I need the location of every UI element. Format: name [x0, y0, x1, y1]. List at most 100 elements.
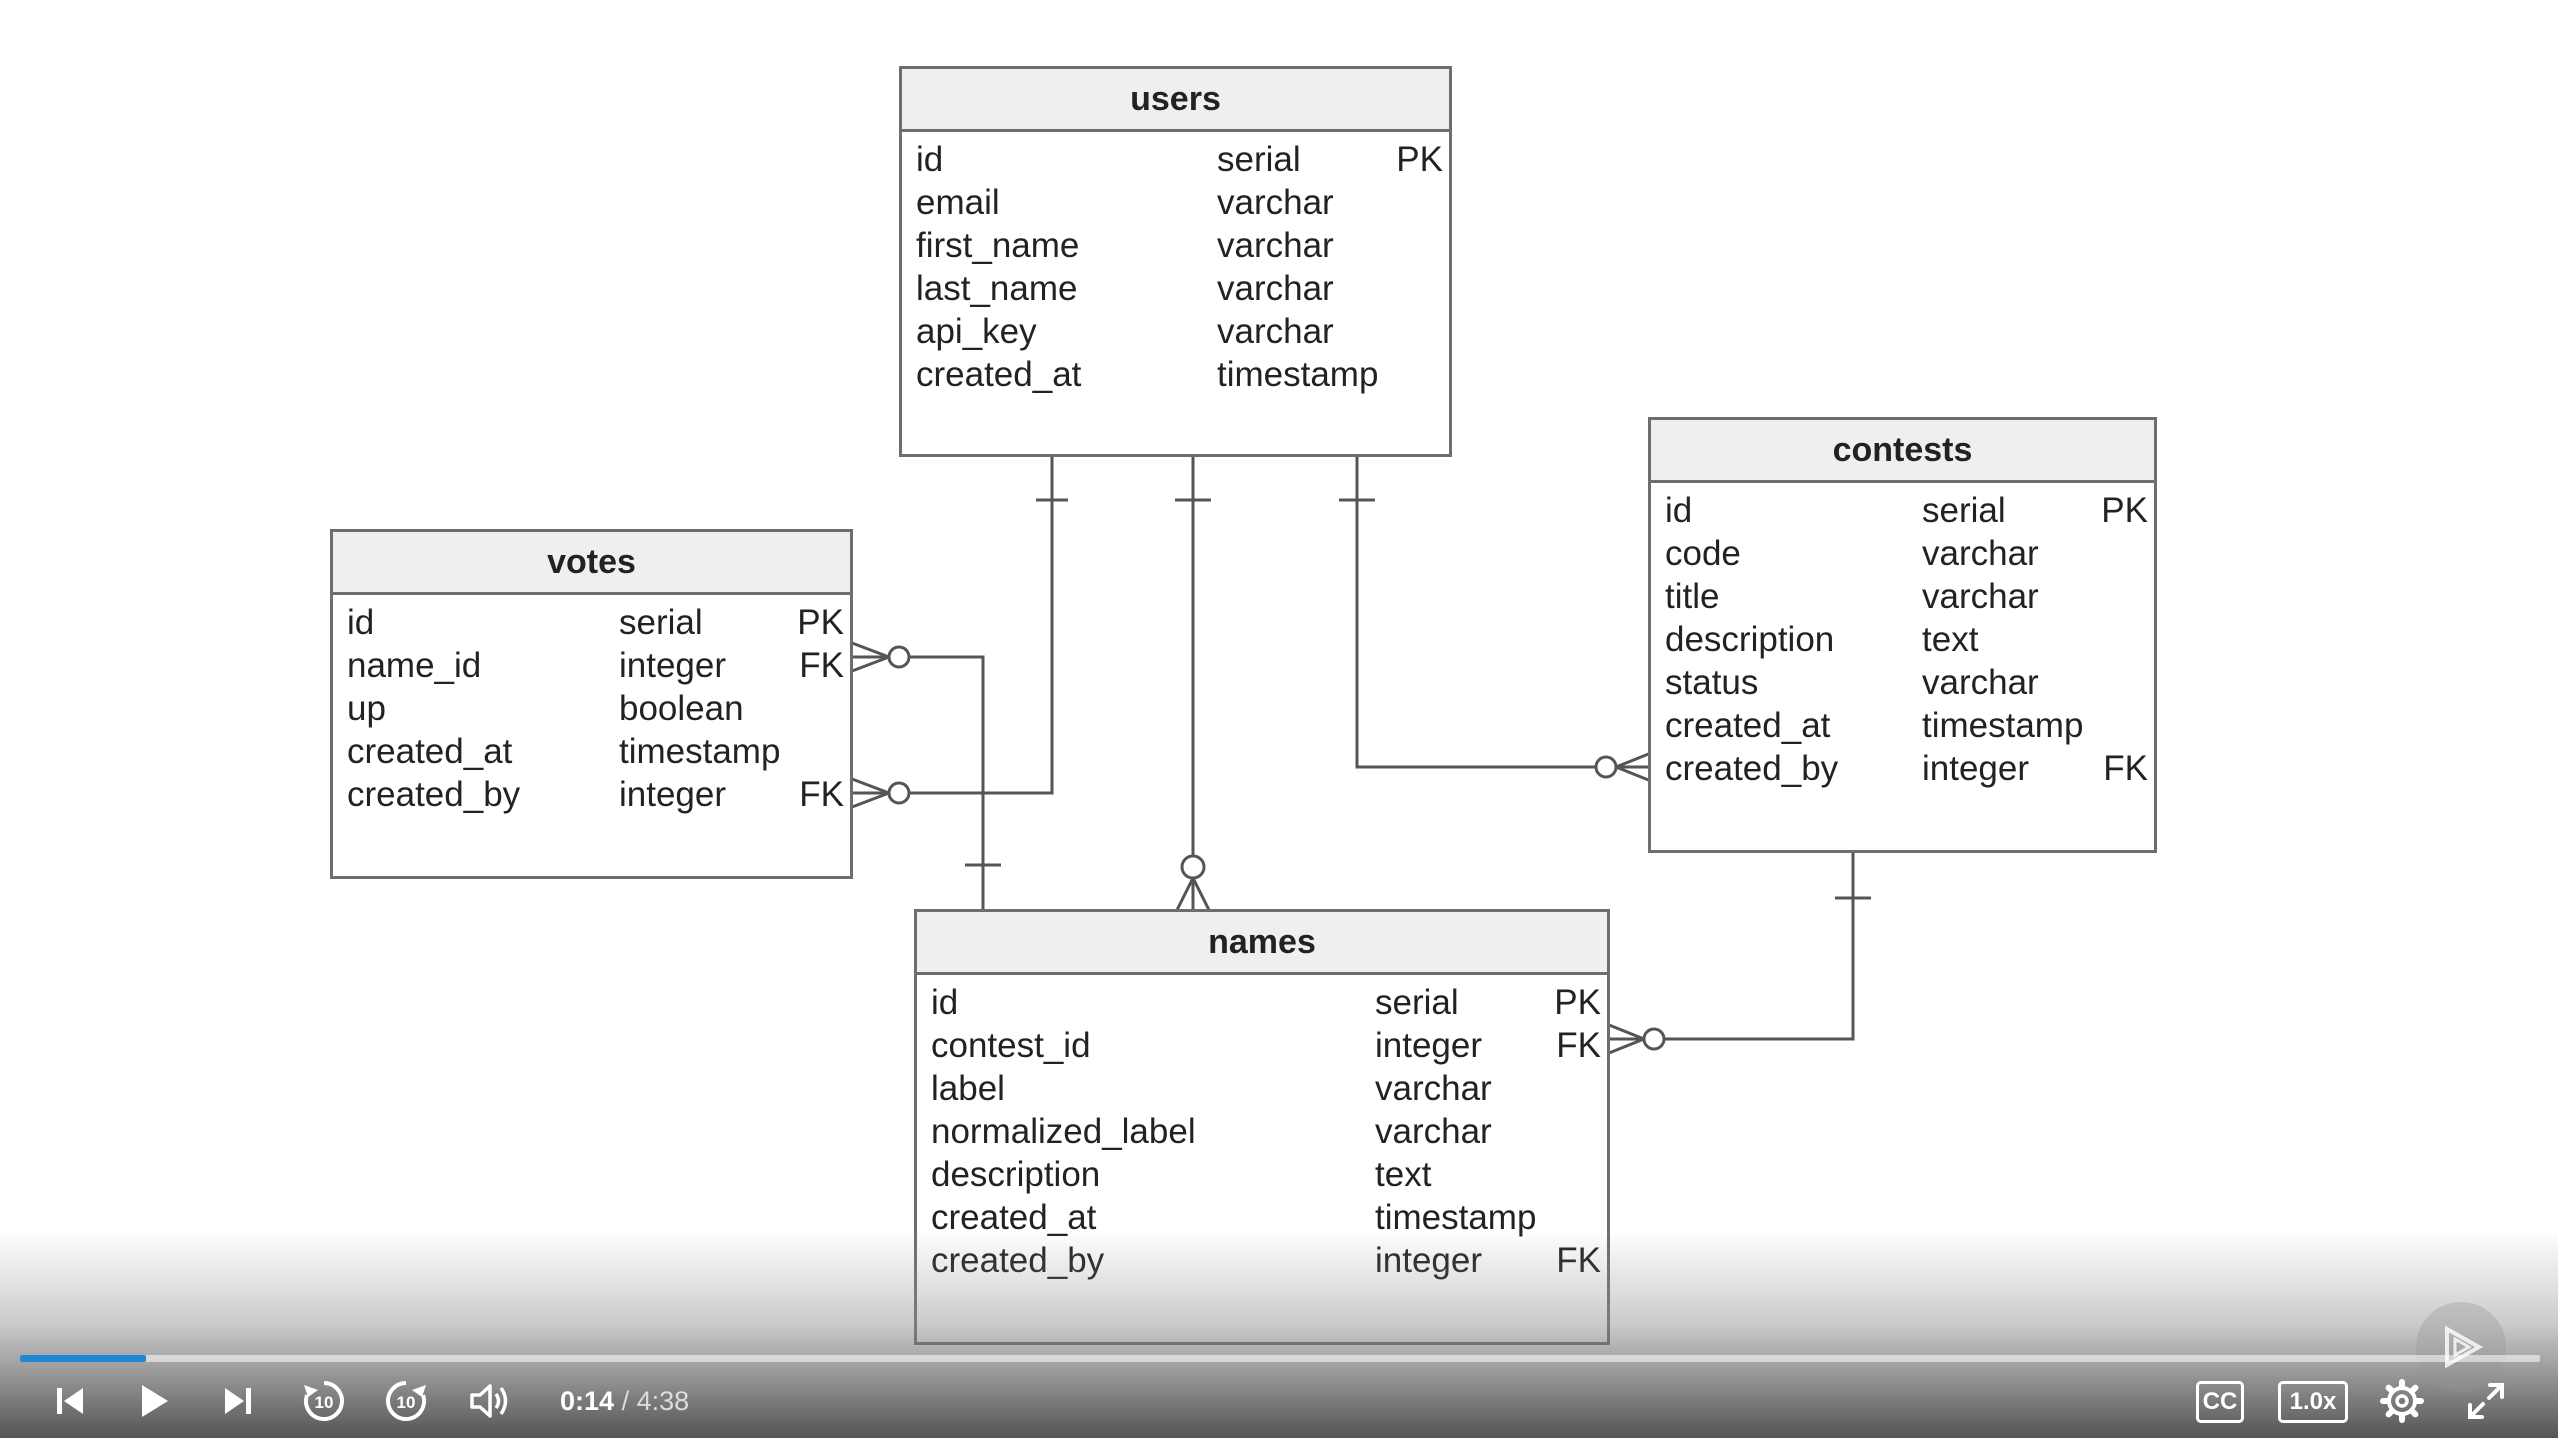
- field-type: boolean: [619, 689, 744, 728]
- field-type: varchar: [1922, 663, 2039, 702]
- volume-button[interactable]: [462, 1372, 518, 1430]
- forward-seconds: 10: [397, 1393, 416, 1412]
- rel-contests-names-crowsfoot: [1608, 1023, 1645, 1055]
- field-name: up: [347, 689, 386, 728]
- entity-title: votes: [333, 532, 850, 595]
- field-row: normalized_label varchar: [917, 1110, 1607, 1153]
- rel-names-votes: [900, 655, 985, 909]
- skip-forward-button[interactable]: [212, 1372, 264, 1430]
- volume-icon: [470, 1384, 508, 1418]
- field-name: code: [1665, 534, 1741, 573]
- field-name: created_at: [931, 1198, 1097, 1237]
- field-name: label: [931, 1069, 1005, 1108]
- field-key: PK: [2101, 491, 2148, 530]
- time-display: 0:14 / 4:38: [560, 1381, 689, 1421]
- field-type: serial: [1922, 491, 2006, 530]
- field-row: up boolean: [333, 687, 850, 730]
- field-name: created_by: [931, 1241, 1105, 1280]
- field-name: id: [347, 603, 375, 642]
- field-key: FK: [799, 775, 844, 814]
- play-icon: [142, 1385, 168, 1417]
- field-row: created_at timestamp: [902, 353, 1449, 396]
- field-key: PK: [1554, 983, 1601, 1022]
- progress-bar[interactable]: [20, 1355, 2540, 1362]
- fullscreen-button[interactable]: [2458, 1372, 2514, 1430]
- field-name: description: [931, 1155, 1101, 1194]
- field-name: title: [1665, 577, 1720, 616]
- rel-users-contests-zero-marker: [1594, 755, 1618, 779]
- rewind-10-icon: 10: [303, 1381, 344, 1421]
- field-name: api_key: [916, 312, 1037, 351]
- play-button[interactable]: [128, 1372, 180, 1430]
- field-key: FK: [2103, 749, 2148, 788]
- time-separator: /: [621, 1386, 630, 1416]
- closed-captions-icon: CC: [2202, 1388, 2238, 1415]
- entity-title: contests: [1651, 420, 2154, 483]
- field-name: created_by: [1665, 749, 1839, 788]
- field-name: id: [1665, 491, 1693, 530]
- field-type: integer: [619, 646, 727, 685]
- field-type: varchar: [1375, 1112, 1492, 1151]
- rewind-10-button[interactable]: 10: [296, 1372, 352, 1430]
- field-type: varchar: [1217, 312, 1334, 351]
- rel-contests-names-zero-marker: [1642, 1027, 1666, 1051]
- field-row: created_at timestamp: [917, 1196, 1607, 1239]
- field-type: integer: [1375, 1026, 1483, 1065]
- field-key: FK: [1556, 1241, 1601, 1280]
- field-name: created_at: [1665, 706, 1831, 745]
- closed-captions-button[interactable]: CC: [2196, 1381, 2244, 1423]
- rel-users-names-zero-marker: [1180, 854, 1206, 880]
- field-key: PK: [1396, 140, 1443, 179]
- field-type: integer: [1922, 749, 2030, 788]
- field-row: id serial PK: [333, 601, 850, 644]
- field-name: last_name: [916, 269, 1078, 308]
- field-type: varchar: [1375, 1069, 1492, 1108]
- forward-10-button[interactable]: 10: [378, 1372, 434, 1430]
- field-name: normalized_label: [931, 1112, 1196, 1151]
- skip-back-button[interactable]: [44, 1372, 96, 1430]
- rewind-seconds: 10: [315, 1393, 334, 1412]
- field-type: serial: [619, 603, 703, 642]
- field-key: PK: [797, 603, 844, 642]
- field-type: varchar: [1922, 534, 2039, 573]
- field-name: created_at: [916, 355, 1082, 394]
- field-name: description: [1665, 620, 1835, 659]
- field-type: timestamp: [1375, 1198, 1537, 1237]
- rel-names-votes-crowsfoot: [851, 641, 890, 673]
- field-type: integer: [1375, 1241, 1483, 1280]
- field-name: id: [931, 983, 959, 1022]
- field-name: first_name: [916, 226, 1080, 265]
- current-time: 0:14: [560, 1386, 615, 1416]
- field-name: created_at: [347, 732, 513, 771]
- field-row: id serial PK: [1651, 489, 2154, 532]
- skip-forward-icon: [225, 1388, 251, 1414]
- field-row: api_key varchar: [902, 310, 1449, 353]
- playback-speed-button[interactable]: 1.0x: [2278, 1381, 2348, 1423]
- playback-speed-icon: 1.0x: [2289, 1388, 2337, 1415]
- settings-button[interactable]: [2374, 1372, 2430, 1430]
- entity-title: users: [902, 69, 1449, 132]
- rel-users-votes-zero-marker: [887, 781, 911, 805]
- field-type: timestamp: [1217, 355, 1379, 394]
- skip-back-icon: [57, 1388, 83, 1414]
- field-name: email: [916, 183, 1000, 222]
